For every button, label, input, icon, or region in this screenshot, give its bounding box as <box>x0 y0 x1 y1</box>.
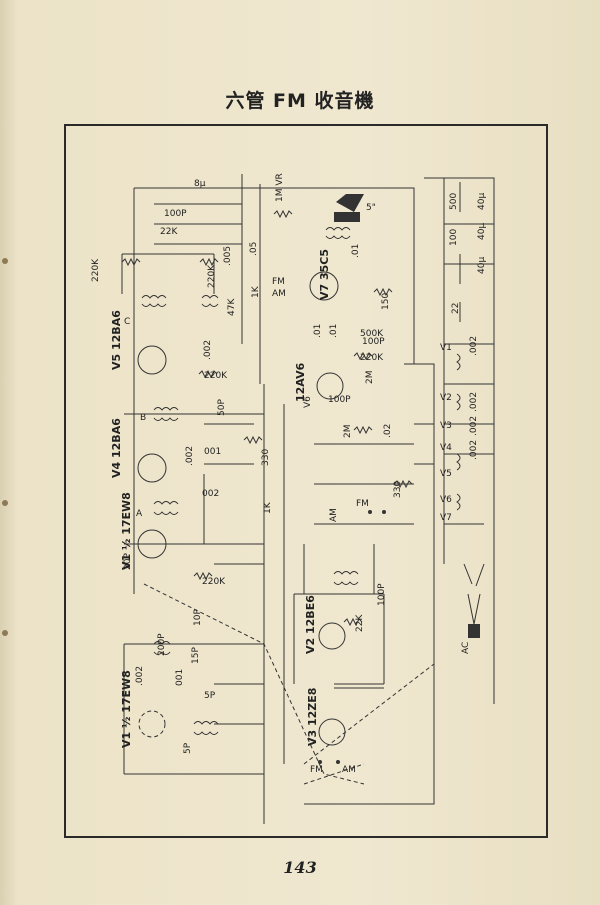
label-res-1m-vr: 1M VR <box>275 173 285 202</box>
label-tube-v6-sub: V6 <box>303 396 313 408</box>
label-sw-am-mid: AM <box>329 508 339 522</box>
label-res-220k-v1: 220K <box>202 577 226 587</box>
label-sw-fm-bot: FM <box>310 765 323 775</box>
label-cap-8u: 8μ <box>194 179 206 189</box>
label-fil-v1: V1 <box>440 343 452 353</box>
wiring <box>121 174 495 824</box>
label-tube-v6: 12AV6 <box>294 362 307 402</box>
page-number: 143 <box>283 858 317 877</box>
label-cap-002-v1: .002 <box>135 666 145 686</box>
label-tube-v1a: V1 ½ 17EW8 <box>120 670 133 748</box>
label-cap-100p-v6b: 100P <box>328 395 351 405</box>
label-cap-40u-b: 40μ <box>477 223 487 240</box>
label-cap-50p: 50P <box>217 399 227 416</box>
label-cap-002-f3: .002 <box>469 416 479 436</box>
label-cap-002-f2: .002 <box>469 392 479 412</box>
label-cap-01-v7: .01 <box>351 244 361 258</box>
label-cap-001-v1: 001 <box>175 669 185 686</box>
speaker-symbol <box>334 194 364 222</box>
label-cap-40u-c: 40μ <box>477 257 487 274</box>
label-cap-05: .05 <box>249 242 259 256</box>
label-cap-200p: 200P <box>157 633 167 656</box>
label-tube-v1b: V1 ½ 17EW8 <box>120 492 133 570</box>
schematic-diagram: 8μ 100P 22K 220K 220K .005 47K 1M VR FM … <box>91 173 495 824</box>
label-coil-c: C <box>124 317 130 327</box>
label-res-2m-v6: 2M <box>365 371 375 385</box>
label-cap-40u-a: 40μ <box>477 193 487 210</box>
switches <box>318 510 485 764</box>
label-fil-v3: V3 <box>440 421 452 431</box>
label-cap-002-f1: .002 <box>469 336 479 356</box>
label-tube-v5: V5 12BA6 <box>110 310 123 370</box>
label-cap-01-v6a: .01 <box>313 324 323 338</box>
label-res-220k-v6: 220K <box>360 353 384 363</box>
label-ac-plug: AC <box>461 642 471 654</box>
label-res-330-b: 330 <box>393 481 403 498</box>
label-cap-10p: 10P <box>193 609 203 626</box>
label-sw-fm-top: FM <box>272 277 285 287</box>
label-coil-b: B <box>140 413 146 423</box>
label-cap-5p-b: 5P <box>183 742 193 754</box>
binding-hole <box>2 500 8 506</box>
diagram-frame <box>64 124 548 838</box>
label-cap-002-f4: .002 <box>469 440 479 460</box>
label-speaker: 5" <box>366 203 376 213</box>
label-sw-fm-mid: FM <box>356 499 369 509</box>
label-res-330-a: 330 <box>261 449 271 466</box>
label-cap-15p: 15P <box>191 647 201 664</box>
label-cap-002-v4: .002 <box>185 446 195 466</box>
label-fil-v7: V7 <box>440 513 452 523</box>
label-res-220k-mid: 220K <box>207 264 217 288</box>
label-cap-002-v5: .002 <box>203 340 213 360</box>
label-res-220k-v5: 220K <box>204 371 228 381</box>
label-res-1k-v4: 1K <box>263 501 273 514</box>
resistors <box>121 182 461 627</box>
page-title: 六管 FM 收音機 <box>225 90 375 112</box>
label-res-500: 500 <box>449 193 459 210</box>
label-res-22k-v2: 22K <box>355 614 365 632</box>
label-cap-100p-v6: 100P <box>362 337 385 347</box>
label-sw-am-bot: AM <box>342 765 356 775</box>
label-fil-v4: V4 <box>440 443 452 453</box>
label-cap-02: .02 <box>383 424 393 438</box>
label-fil-v5: V5 <box>440 469 452 479</box>
component-labels: 8μ 100P 22K 220K 220K .005 47K 1M VR FM … <box>91 173 487 775</box>
label-coil-a: A <box>136 509 143 519</box>
label-cap-005: .005 <box>223 246 233 266</box>
label-fil-v6: V6 <box>440 495 452 505</box>
vacuum-tubes <box>137 271 346 746</box>
label-res-150: 150 <box>381 293 391 310</box>
label-res-2m-b: 2M <box>343 425 353 439</box>
binding-hole <box>2 258 8 264</box>
label-res-100: 100 <box>449 229 459 246</box>
label-tube-v3: V3 12ZE8 <box>306 688 319 746</box>
label-cap-002-v4b: 002 <box>202 489 219 499</box>
label-cap-20p: 20P <box>123 553 133 570</box>
label-res-47k: 47K <box>227 298 237 316</box>
label-cap-100p-v2: 100P <box>377 583 387 606</box>
label-cap-5p-a: 5P <box>204 691 216 701</box>
label-tube-v7: V7 35C5 <box>318 249 331 300</box>
label-tube-v2: V2 12BE6 <box>304 595 317 654</box>
label-cap-001-v4: 001 <box>204 447 221 457</box>
label-cap-01-v6b: .01 <box>329 324 339 338</box>
label-res-22: 22 <box>451 303 461 314</box>
label-res-1k-mid: 1K <box>251 285 261 298</box>
label-fil-v2: V2 <box>440 393 452 403</box>
binding-hole <box>2 630 8 636</box>
label-tube-v4: V4 12BA6 <box>110 418 123 478</box>
label-cap-100p: 100P <box>164 209 187 219</box>
label-res-220k-left: 220K <box>91 258 101 282</box>
label-sw-am-top: AM <box>272 289 286 299</box>
label-res-22k: 22K <box>160 227 178 237</box>
coils <box>141 227 461 735</box>
label-res-500k: 500K <box>360 329 384 339</box>
